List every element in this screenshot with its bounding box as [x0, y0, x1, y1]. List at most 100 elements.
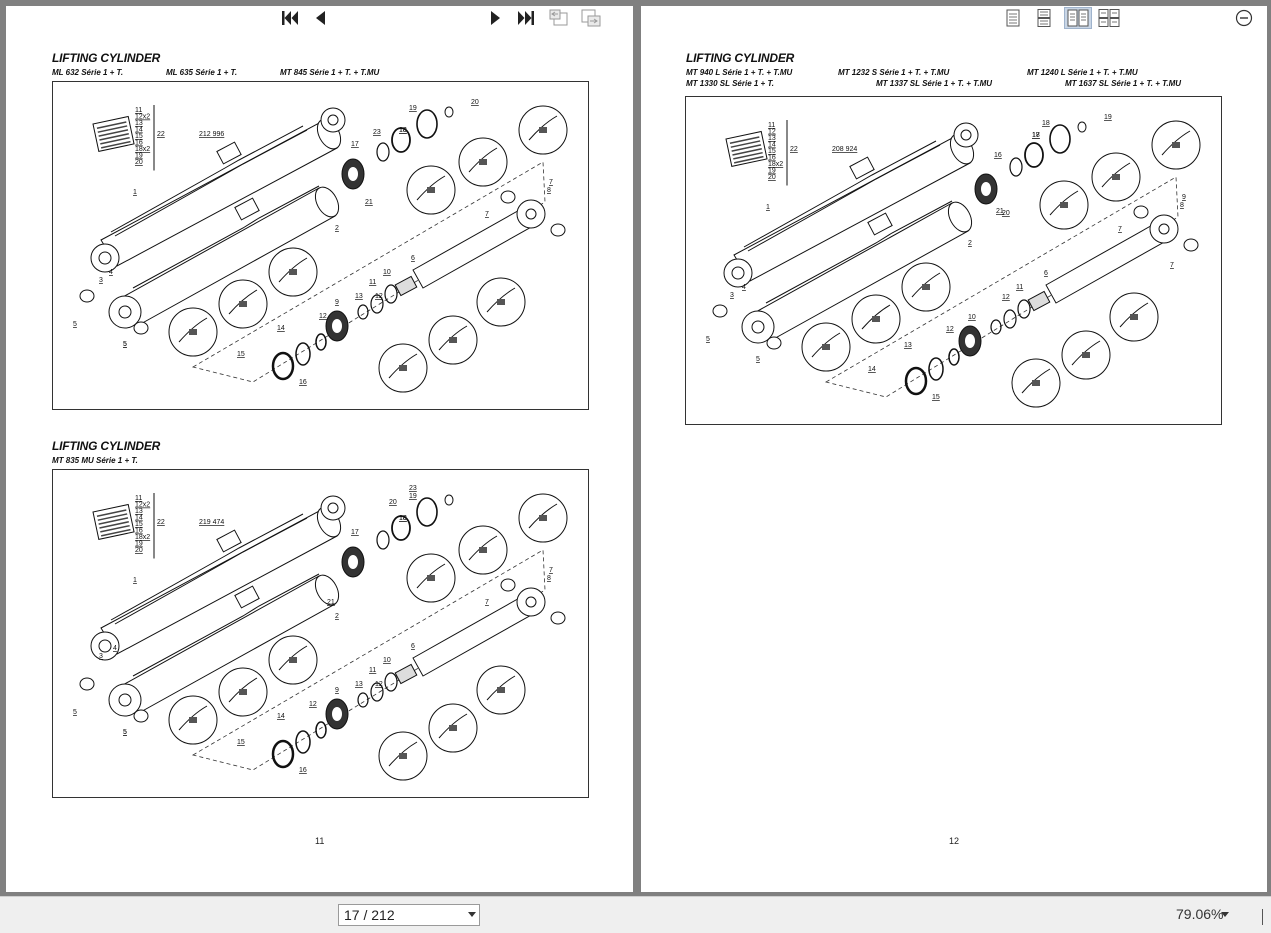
part-callout: 12 — [946, 326, 954, 333]
part-callout: 7 — [1170, 262, 1174, 269]
part-callout: 6 — [411, 255, 415, 262]
piston-rod — [394, 190, 566, 297]
legend-total: 22 — [157, 131, 165, 138]
seal-ring — [1003, 309, 1017, 329]
model-label: ML 635 Série 1 + T. — [166, 68, 238, 77]
zoom-level[interactable]: 79.06% — [1176, 906, 1224, 922]
part-callout: 8 — [1180, 202, 1184, 209]
single-page-mode-button[interactable] — [1002, 7, 1024, 29]
seal-ring — [370, 682, 384, 702]
next-page-button[interactable] — [485, 7, 507, 29]
previous-view-button[interactable] — [548, 7, 570, 29]
legend-entry: 14 — [768, 142, 776, 149]
part-callout: 3 — [99, 653, 103, 660]
document-page-12: LIFTING CYLINDER MT 940 L Série 1 + T. +… — [641, 6, 1267, 892]
part-callout: 18 — [399, 127, 407, 134]
part-callout: 9 — [1182, 194, 1186, 201]
part-callout: 19 — [409, 493, 417, 500]
legend-entry: 18x2 — [135, 534, 150, 541]
piston-rod — [394, 578, 566, 685]
document-page-11: LIFTING CYLINDER ML 632 Série 1 + T. ML … — [6, 6, 633, 892]
seal-ring — [1009, 157, 1023, 177]
continuous-facing-mode-button[interactable] — [1098, 7, 1120, 29]
part-callout: 20 — [389, 499, 397, 506]
zoom-out-icon — [1235, 9, 1253, 27]
page-number: 11 — [315, 836, 325, 846]
facing-mode-button[interactable] — [1064, 7, 1092, 29]
part-callout: 5 — [73, 709, 77, 716]
toolbar-edge-divider — [1262, 909, 1263, 925]
part-callout: 10 — [383, 269, 391, 276]
seal-ring — [1017, 299, 1031, 319]
part-callout: 5 — [73, 321, 77, 328]
seal-ring — [948, 348, 960, 366]
legend-entry: 13 — [135, 120, 143, 127]
last-page-button[interactable] — [515, 7, 537, 29]
part-callout: 16 — [299, 767, 307, 774]
part-callout: 13 — [904, 342, 912, 349]
facing-icon — [1067, 9, 1089, 27]
part-callout: 21 — [365, 199, 373, 206]
part-reference: 219 474 — [199, 519, 224, 526]
part-callout: 5 — [123, 341, 127, 348]
seal-ring — [271, 739, 295, 769]
next-view-button[interactable] — [580, 7, 602, 29]
part-callout: 15 — [932, 394, 940, 401]
part-callout: 7 — [485, 211, 489, 218]
single-page-icon — [1006, 9, 1020, 27]
seal-ring — [444, 494, 454, 506]
part-callout: 5 — [706, 336, 710, 343]
seal-ring — [376, 142, 390, 162]
part-callout: 5 — [123, 729, 127, 736]
chevron-down-icon[interactable] — [1221, 912, 1229, 917]
seal-ring — [416, 109, 438, 139]
part-callout: 17 — [1032, 132, 1040, 139]
legend-entry: 20 — [135, 159, 143, 166]
last-page-icon — [518, 11, 534, 25]
continuous-mode-button[interactable] — [1033, 7, 1055, 29]
part-callout: 18 — [399, 515, 407, 522]
part-callout: 18 — [399, 127, 407, 134]
seal-ring — [928, 357, 944, 381]
legend-entry: 11 — [768, 122, 775, 129]
part-callout: 5 — [123, 341, 127, 348]
part-callout: 2 — [335, 225, 339, 232]
section-title: LIFTING CYLINDER — [52, 439, 161, 453]
seal-ring — [315, 721, 327, 739]
seal-kit-label — [725, 130, 768, 167]
prev-page-button[interactable] — [309, 7, 331, 29]
cylinder-barrel-lower — [79, 573, 340, 723]
model-label: MT 1337 SL Série 1 + T. + T.MU — [876, 79, 993, 88]
part-callout: 18 — [1032, 132, 1040, 139]
part-callout: 2 — [335, 613, 339, 620]
page-number-input[interactable] — [344, 907, 462, 923]
part-callout: 12 — [309, 701, 317, 708]
model-label: MT 1240 L Série 1 + T. + T.MU — [1027, 68, 1138, 77]
legend-entry: 19 — [768, 168, 776, 175]
part-callout: 10 — [968, 314, 976, 321]
seal-ring — [1077, 121, 1087, 133]
part-callout: 14 — [277, 713, 285, 720]
model-label: MT 940 L Série 1 + T. + T.MU — [686, 68, 793, 77]
part-callout: 5 — [756, 356, 760, 363]
part-callout: 4 — [113, 645, 117, 652]
legend-entry: 20 — [135, 547, 143, 554]
model-label: MT 1232 S Série 1 + T. + T.MU — [838, 68, 950, 77]
chevron-down-icon[interactable] — [468, 912, 476, 917]
first-page-icon — [282, 11, 298, 25]
part-callout: 19 — [409, 105, 417, 112]
zoom-out-button[interactable] — [1233, 7, 1255, 29]
page-selector[interactable] — [338, 904, 480, 926]
first-page-button[interactable] — [279, 7, 301, 29]
legend-entry: 12x2 — [135, 502, 150, 509]
part-callout: 17 — [351, 529, 359, 536]
seal-ring — [1049, 124, 1071, 154]
part-callout: 10 — [383, 657, 391, 664]
legend-entry: 16 — [135, 140, 143, 147]
legend-entry: 15 — [135, 133, 143, 140]
continuous-facing-icon — [1098, 9, 1120, 27]
previous-view-icon — [549, 9, 568, 26]
